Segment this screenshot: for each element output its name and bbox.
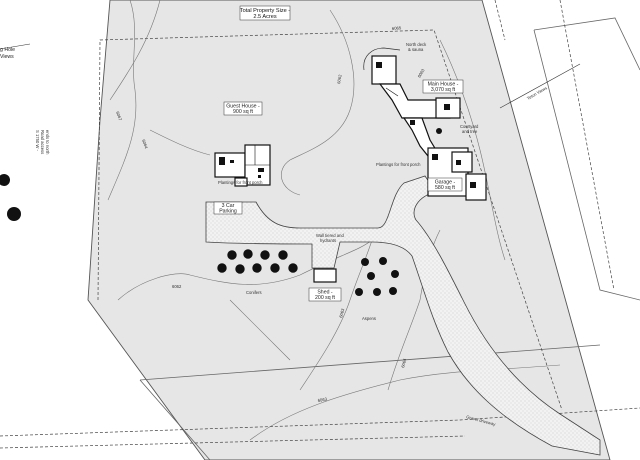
contour-label: 6063 [317,396,328,403]
north-deck-note-line2: & sauna [408,47,424,52]
left-edge-label-line2: Views [0,54,14,60]
shed-label-line2: 200 sq ft [315,295,335,301]
property-size-line2: 2.5 Acres [253,14,277,20]
wall-note-line2: hydrants [320,238,336,243]
offsite-trees [0,174,21,221]
road-label-line1: S 1750 W - [35,130,40,152]
guest-house [214,144,271,187]
left-edge-label-line1: g Hole [0,47,15,53]
shed [313,268,337,283]
north-deck-note-line1: North deck [406,42,427,47]
guest-house-label-line1: Guest House - [226,104,260,110]
shed-label-line1: Shed - [317,290,333,296]
teton-view-arrow [499,63,581,109]
contour-label: 6062 [172,284,182,289]
contour-label: 6065 [392,25,402,31]
main-house-label-line2: 3,070 sq ft [431,87,456,93]
parking-label-line1: 3 Car [222,203,235,209]
north-deck [363,47,401,71]
main-house [371,55,487,201]
courtyard-note-line2: and tree [462,129,478,134]
guest-house-label-line2: 900 sq ft [233,109,253,115]
setback-lines [0,0,640,449]
guest-plantings-note: Plantings for front porch [218,180,263,185]
neighbor-parcels [139,17,640,460]
main-house-label-line1: Main House - [428,82,459,88]
wall-note-line1: Wall tiered and [316,233,344,238]
courtyard-tree [436,128,442,134]
parking-label-box [213,201,243,215]
garage-label-box [427,177,463,192]
road-label-line3: ends to north [45,130,50,155]
conifers-note: Conifers [246,290,262,295]
conifer-cluster [217,249,298,274]
property-size-line1: Total Property Size - [240,8,290,14]
gravel-driveway [205,175,601,456]
road-label-line2: Road access [40,130,45,154]
garage-label-line2: 580 sq ft [435,185,455,191]
courtyard-note-line1: Courtyard [460,124,479,129]
contour-label: 6064 [400,357,407,368]
aspens-note: Aspens [362,316,376,321]
contour-label: 6063 [417,67,426,78]
aspen-cluster [355,257,399,296]
contour-label: 6063 [338,307,345,318]
garage-label-line1: Garage - [435,180,456,186]
left-view-arrow [0,43,31,50]
contour-label: 6067 [115,111,123,122]
property-size-label-box [239,5,291,21]
parking-label-line2: Parking [219,209,237,215]
shed-label-box [308,287,342,302]
main-plantings-note: Plantings for front porch [376,162,421,167]
main-house-label-box [422,79,464,94]
contour-label: 6062 [336,73,343,84]
contour-label: 6064 [141,139,149,150]
guest-house-label-box [223,101,263,116]
